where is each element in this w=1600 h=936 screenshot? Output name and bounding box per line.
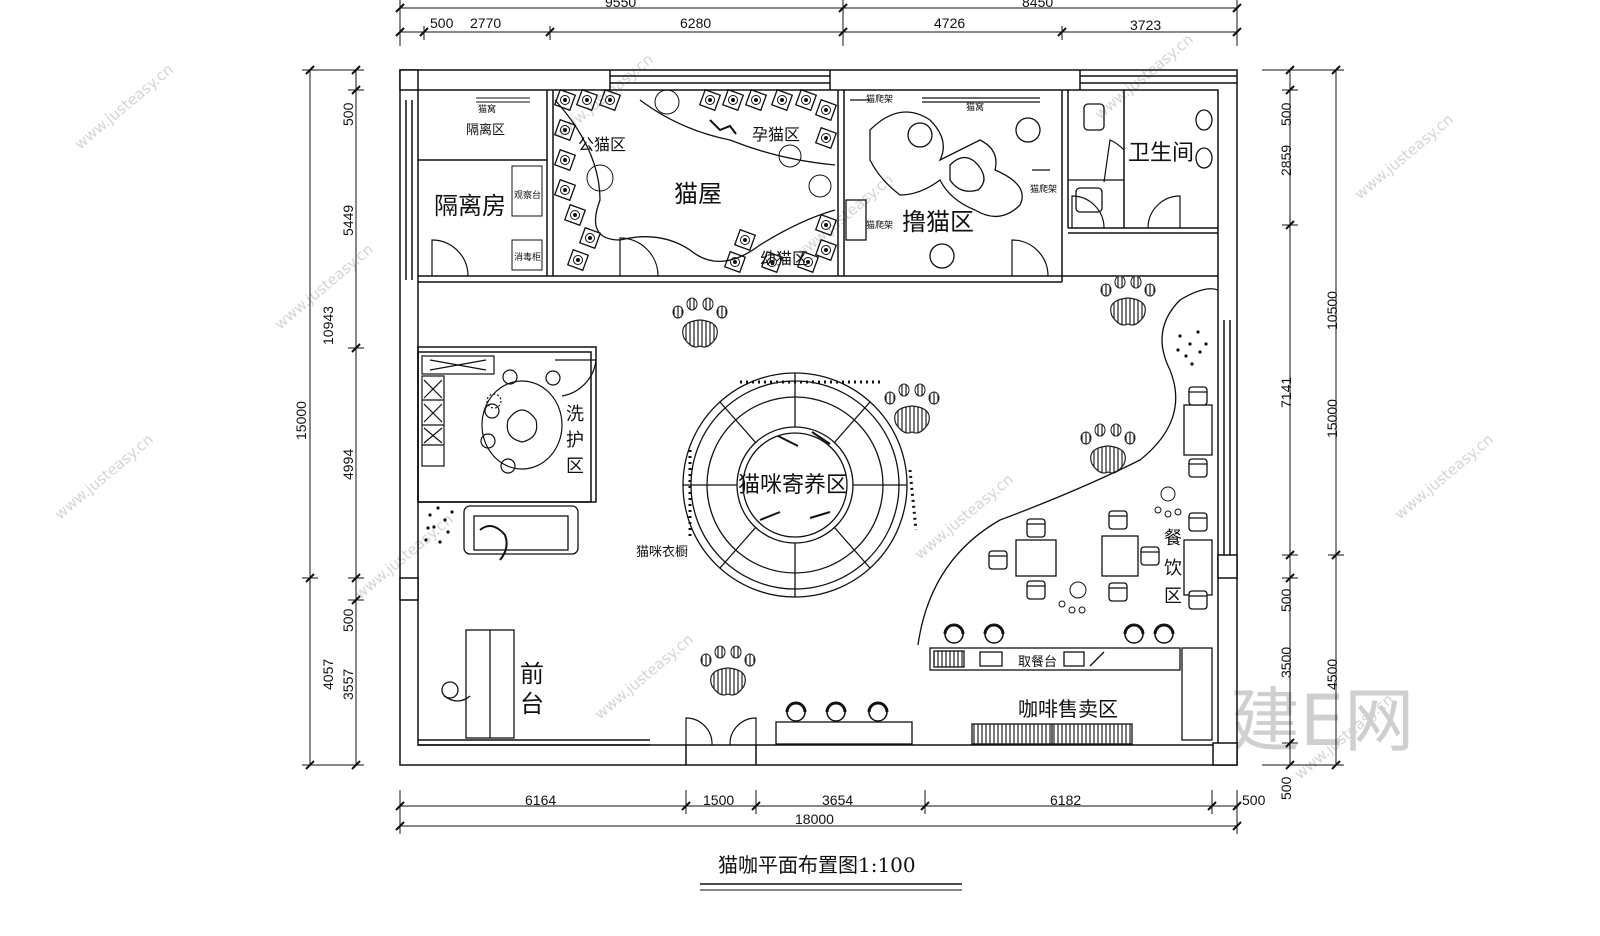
paw-print-icon (700, 645, 756, 696)
watermark-text: www.justeasy.cn (51, 430, 157, 523)
dim-top-2770: 2770 (470, 15, 501, 31)
label-coffee-zone: 咖啡售卖区 (1018, 697, 1118, 721)
dim-bottom-18000: 18000 (795, 811, 834, 827)
label-climb-frame-3: 猫爬架 (1030, 183, 1057, 195)
dim-left-15000: 15000 (293, 401, 309, 440)
dim-right-500b: 500 (1278, 588, 1294, 612)
dim-bottom-3654: 3654 (822, 792, 853, 808)
plant (424, 506, 454, 544)
paw-print-icon (1080, 423, 1136, 474)
paw-print-icon (884, 383, 940, 434)
grooming-room-fixtures (421, 355, 563, 474)
dim-bottom-6164: 6164 (525, 792, 556, 808)
coffee-counter (929, 623, 1213, 745)
isolation-room (476, 97, 543, 271)
watermark-text: www.justeasy.cn (591, 630, 697, 723)
plan-caption: 猫咖平面布置图1:100 (718, 853, 916, 877)
walls (399, 69, 1238, 766)
label-cat-wardrobe: 猫咪衣橱 (636, 544, 688, 560)
paw-print-icon (672, 297, 728, 348)
dim-top-500: 500 (430, 15, 454, 31)
label-dining-1: 餐 (1164, 528, 1182, 549)
dim-right-500c: 500 (1278, 776, 1294, 800)
watermark-text: www.justeasy.cn (551, 50, 657, 143)
dim-top-4726: 4726 (934, 15, 965, 31)
label-cat-nest: 猫窝 (478, 103, 496, 115)
cat-house-area (554, 89, 837, 273)
paw-print-icon (1100, 275, 1156, 326)
label-cat-nest-2: 猫窝 (966, 101, 984, 113)
label-reception-2: 台 (520, 690, 544, 718)
paw-outline-icon (1058, 486, 1182, 614)
dim-bottom-6182: 6182 (1050, 792, 1081, 808)
label-grooming-2: 护 (566, 430, 584, 451)
label-grooming-3: 区 (566, 456, 584, 477)
dim-top-total-left: 9550 (605, 0, 636, 10)
dim-left-10943: 10943 (320, 306, 336, 345)
label-cat-house: 猫屋 (674, 180, 722, 208)
watermark-text: www.justeasy.cn (1391, 430, 1497, 523)
plant (1176, 330, 1208, 366)
label-grooming-1: 洗 (566, 404, 584, 425)
dim-left-4994: 4994 (340, 449, 356, 480)
sofa (463, 505, 579, 561)
label-dining-2: 饮 (1164, 558, 1182, 579)
dim-right-2859: 2859 (1278, 145, 1294, 176)
dim-top-3723: 3723 (1130, 17, 1161, 33)
label-restroom: 卫生间 (1128, 141, 1194, 166)
dim-left-500b: 500 (340, 608, 356, 632)
dim-top-6280: 6280 (680, 15, 711, 31)
dim-left-5449: 5449 (340, 205, 356, 236)
dim-right-15000: 15000 (1324, 399, 1340, 438)
label-pickup-counter: 取餐台 (1018, 654, 1057, 670)
label-disinfect-cabinet: 消毒柜 (514, 251, 541, 263)
label-treatment-table: 观察台 (514, 189, 541, 201)
dim-bottom-500: 500 (1242, 792, 1266, 808)
dim-top-total-right: 8450 (1022, 0, 1053, 10)
dining-zone (917, 288, 1219, 646)
watermark-logo: 建E网 (1230, 680, 1414, 762)
label-climb-frame: 猫爬架 (866, 93, 893, 105)
dim-bottom-1500: 1500 (703, 792, 734, 808)
reception-desk (441, 629, 515, 739)
dim-right-10500: 10500 (1324, 291, 1340, 330)
label-male-cat-zone: 公猫区 (578, 135, 626, 154)
label-boarding-zone: 猫咪寄养区 (738, 473, 848, 498)
petting-zone-area (845, 97, 1050, 269)
restroom-fixtures (1068, 103, 1213, 213)
label-dining-3: 区 (1164, 586, 1182, 607)
label-kitten-zone: 幼猫区 (760, 249, 808, 268)
label-climb-frame-2: 猫爬架 (866, 219, 893, 231)
label-petting-zone: 撸猫区 (902, 208, 974, 236)
label-pregnant-cat-zone: 孕猫区 (752, 125, 800, 144)
dim-right-7141: 7141 (1278, 377, 1294, 408)
dim-left-4057: 4057 (320, 659, 336, 690)
dim-right-3500: 3500 (1278, 647, 1294, 678)
dim-right-4500: 4500 (1324, 659, 1340, 690)
label-isolation-zone: 隔离区 (466, 122, 505, 138)
dim-right-500: 500 (1278, 102, 1294, 126)
watermark-text: www.justeasy.cn (911, 470, 1017, 563)
dim-left-3557: 3557 (340, 669, 356, 700)
dim-left-500: 500 (340, 102, 356, 126)
watermark-text: www.justeasy.cn (1351, 110, 1457, 203)
label-isolation-room: 隔离房 (434, 192, 506, 220)
boarding-circle (682, 372, 918, 598)
entrance-bench (775, 701, 913, 745)
watermark-text: www.justeasy.cn (71, 60, 177, 153)
label-reception-1: 前 (520, 660, 544, 688)
